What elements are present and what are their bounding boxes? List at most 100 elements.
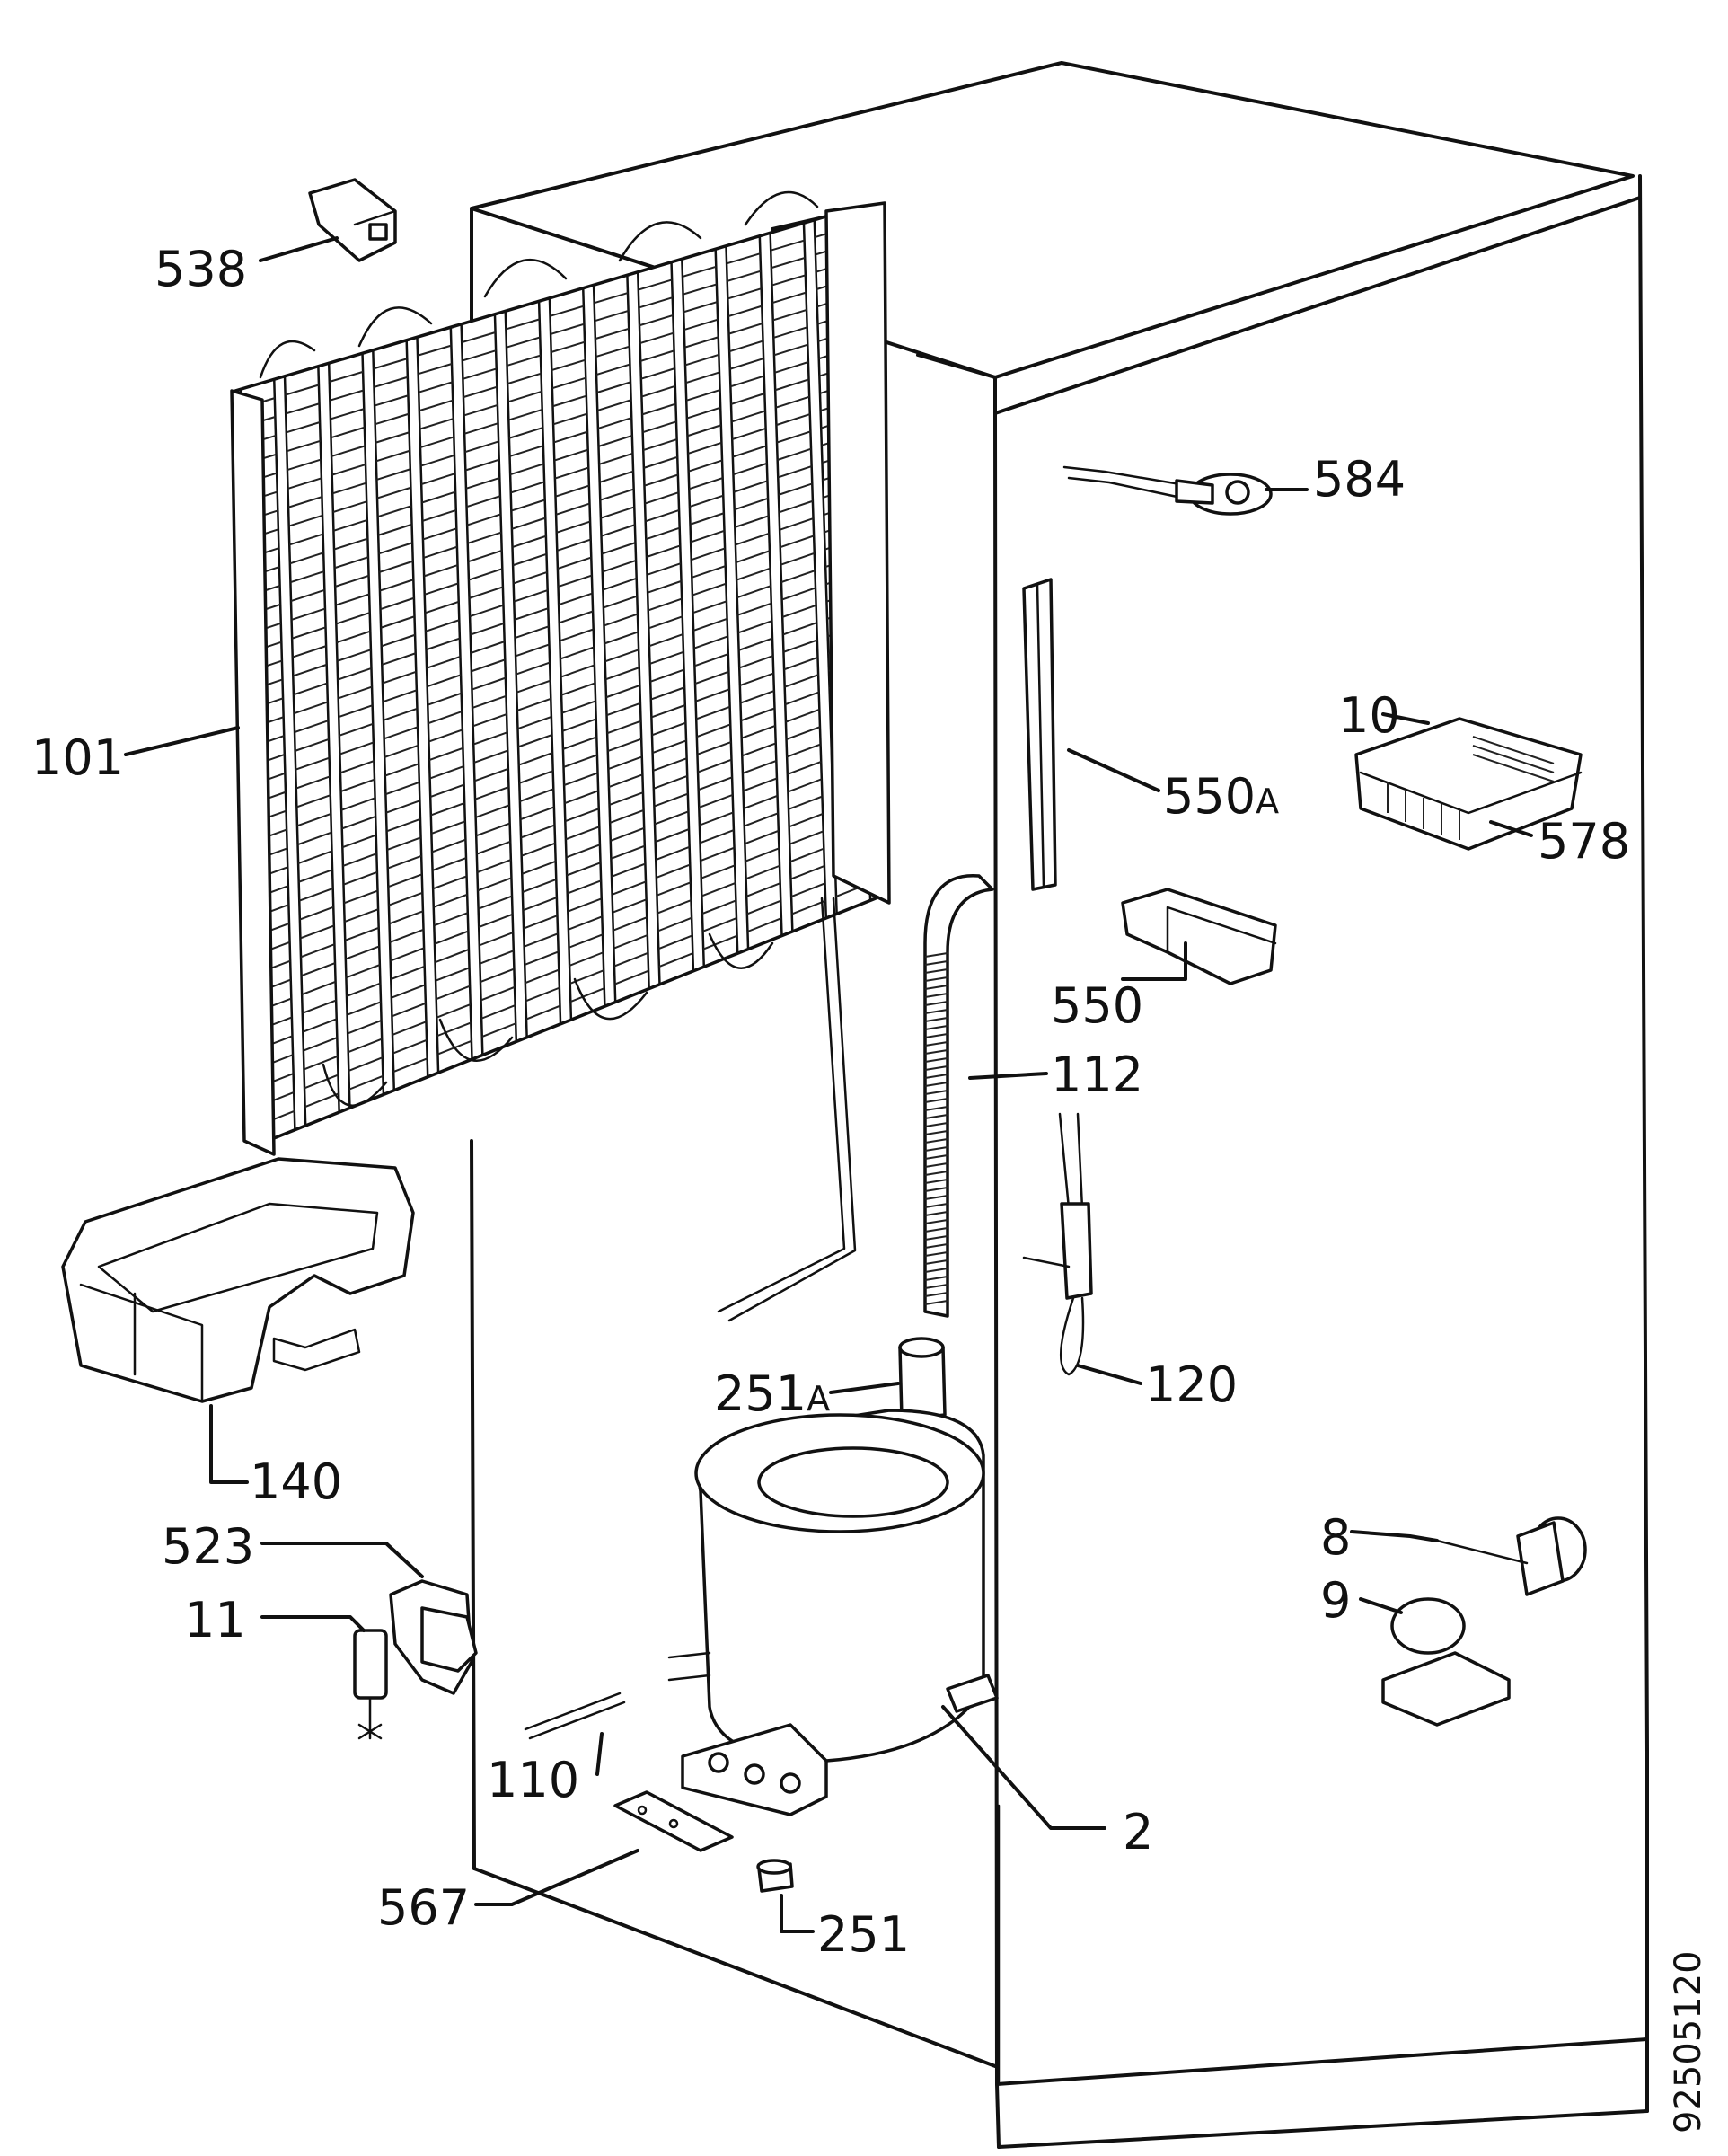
condenser-fin-line (389, 910, 424, 925)
condenser-fin-line (296, 812, 331, 827)
hose-rib (924, 1130, 948, 1135)
condenser-fin-line (598, 452, 633, 465)
condenser-fin-line (428, 711, 463, 725)
callout-523: 523 (162, 1518, 254, 1575)
condenser-fin-line (481, 1022, 516, 1038)
callout-101: 101 (31, 729, 124, 786)
condenser-fin-line (648, 615, 683, 630)
condenser-fin-line (564, 790, 599, 805)
part-11 (353, 1629, 388, 1740)
part-120 (1022, 1112, 1093, 1376)
hose-rib (924, 1122, 948, 1127)
condenser-fin-line (604, 613, 639, 627)
condenser-fin-line (475, 804, 510, 818)
condenser-fin-line (385, 800, 420, 814)
condenser-fin-line (513, 571, 548, 585)
condenser-fin-line (466, 513, 501, 526)
part-538 (308, 178, 397, 262)
hose-rib (924, 960, 948, 966)
condenser-fin-line (419, 436, 454, 449)
hose-rib (924, 993, 948, 998)
condenser-fin-line (595, 327, 630, 340)
condenser-fin-line (392, 1057, 428, 1074)
condenser-fin-line (299, 906, 334, 921)
part-110 (524, 1692, 626, 1740)
condenser-fin-line (479, 932, 514, 947)
condenser-fin-line (329, 370, 364, 383)
condenser-fin-line (374, 394, 409, 407)
condenser-fin-line (288, 514, 323, 527)
condenser-fin-line (424, 582, 459, 596)
condenser-fin-line (291, 607, 326, 621)
condenser-fin-line (518, 752, 553, 766)
part-10-578 (1354, 717, 1583, 851)
condenser-fin-line (611, 844, 646, 860)
condenser-fin-line (595, 345, 630, 358)
condenser-fin-line (781, 587, 816, 601)
condenser-fin-line (565, 826, 600, 841)
condenser-fin-line (685, 389, 720, 402)
condenser-fin-line (651, 704, 686, 719)
condenser-fin-line (381, 633, 416, 648)
hose-rib (924, 952, 948, 958)
condenser-fin-line (480, 950, 515, 965)
condenser-fin-line (426, 656, 461, 669)
hose-rib (924, 1146, 948, 1152)
condenser-fin-line (378, 542, 413, 555)
condenser-fin-line (773, 326, 807, 339)
condenser-fin-line (339, 741, 375, 755)
condenser-fin-line (464, 440, 499, 454)
condenser-fin-line (560, 682, 595, 696)
condenser-fin-line (780, 570, 816, 584)
hose-ribs (924, 952, 948, 1305)
condenser-fin-line (520, 806, 555, 821)
condenser-fin-line (507, 354, 542, 367)
condenser-fin-line (557, 556, 592, 570)
condenser-fin-line (473, 749, 508, 764)
condenser-fin-line (701, 899, 736, 915)
condenser-fin-line (566, 844, 601, 859)
condenser-fin-line (655, 828, 690, 844)
condenser-fin-line (384, 763, 419, 777)
condenser-fin-line (334, 556, 369, 570)
condenser-fin-line (335, 593, 370, 606)
condenser-fin-line (331, 464, 366, 476)
condenser-fin-line (476, 840, 511, 855)
callout-251A-suffix: A (807, 1379, 830, 1418)
condenser-fin-line (652, 739, 687, 755)
condenser-fin-line (463, 385, 498, 399)
condenser-fin-line (687, 424, 722, 437)
condenser-fin-line (509, 445, 544, 457)
condenser-fin-line (694, 653, 729, 667)
hose-rib (924, 1090, 948, 1095)
condenser-fin-line (418, 381, 453, 393)
hose-rib (924, 1114, 948, 1119)
hose-rib (924, 1033, 948, 1038)
condenser-fin-line (608, 773, 643, 788)
condenser-fin-line (428, 747, 463, 762)
condenser-fin-line (389, 928, 424, 943)
callout-140: 140 (250, 1454, 342, 1510)
condenser-fin-line (738, 637, 773, 651)
condenser-fin-line (470, 641, 506, 654)
condenser-fin-line (594, 309, 629, 323)
condenser-fin-line (561, 700, 596, 714)
condenser-fin-line (472, 676, 507, 691)
condenser-fin-line (788, 795, 823, 810)
condenser-fin-line (641, 402, 676, 416)
condenser-fin-line (429, 765, 464, 780)
condenser-fin-line (788, 778, 823, 793)
condenser-fin-line (419, 399, 454, 412)
condenser-fin-line (295, 756, 330, 771)
condenser-fin-line (469, 586, 504, 599)
condenser-fin-line (745, 847, 780, 862)
condenser-fin-line (522, 878, 557, 894)
condenser-fin-line (300, 943, 335, 959)
condenser-fin-line (555, 484, 590, 498)
condenser-fin-line (692, 617, 727, 632)
condenser-fin-line (420, 473, 455, 485)
condenser-fin-line (391, 984, 426, 999)
condenser-fin-line (700, 846, 735, 862)
condenser-fin-line (647, 579, 682, 594)
condenser-fin-line (422, 509, 457, 522)
